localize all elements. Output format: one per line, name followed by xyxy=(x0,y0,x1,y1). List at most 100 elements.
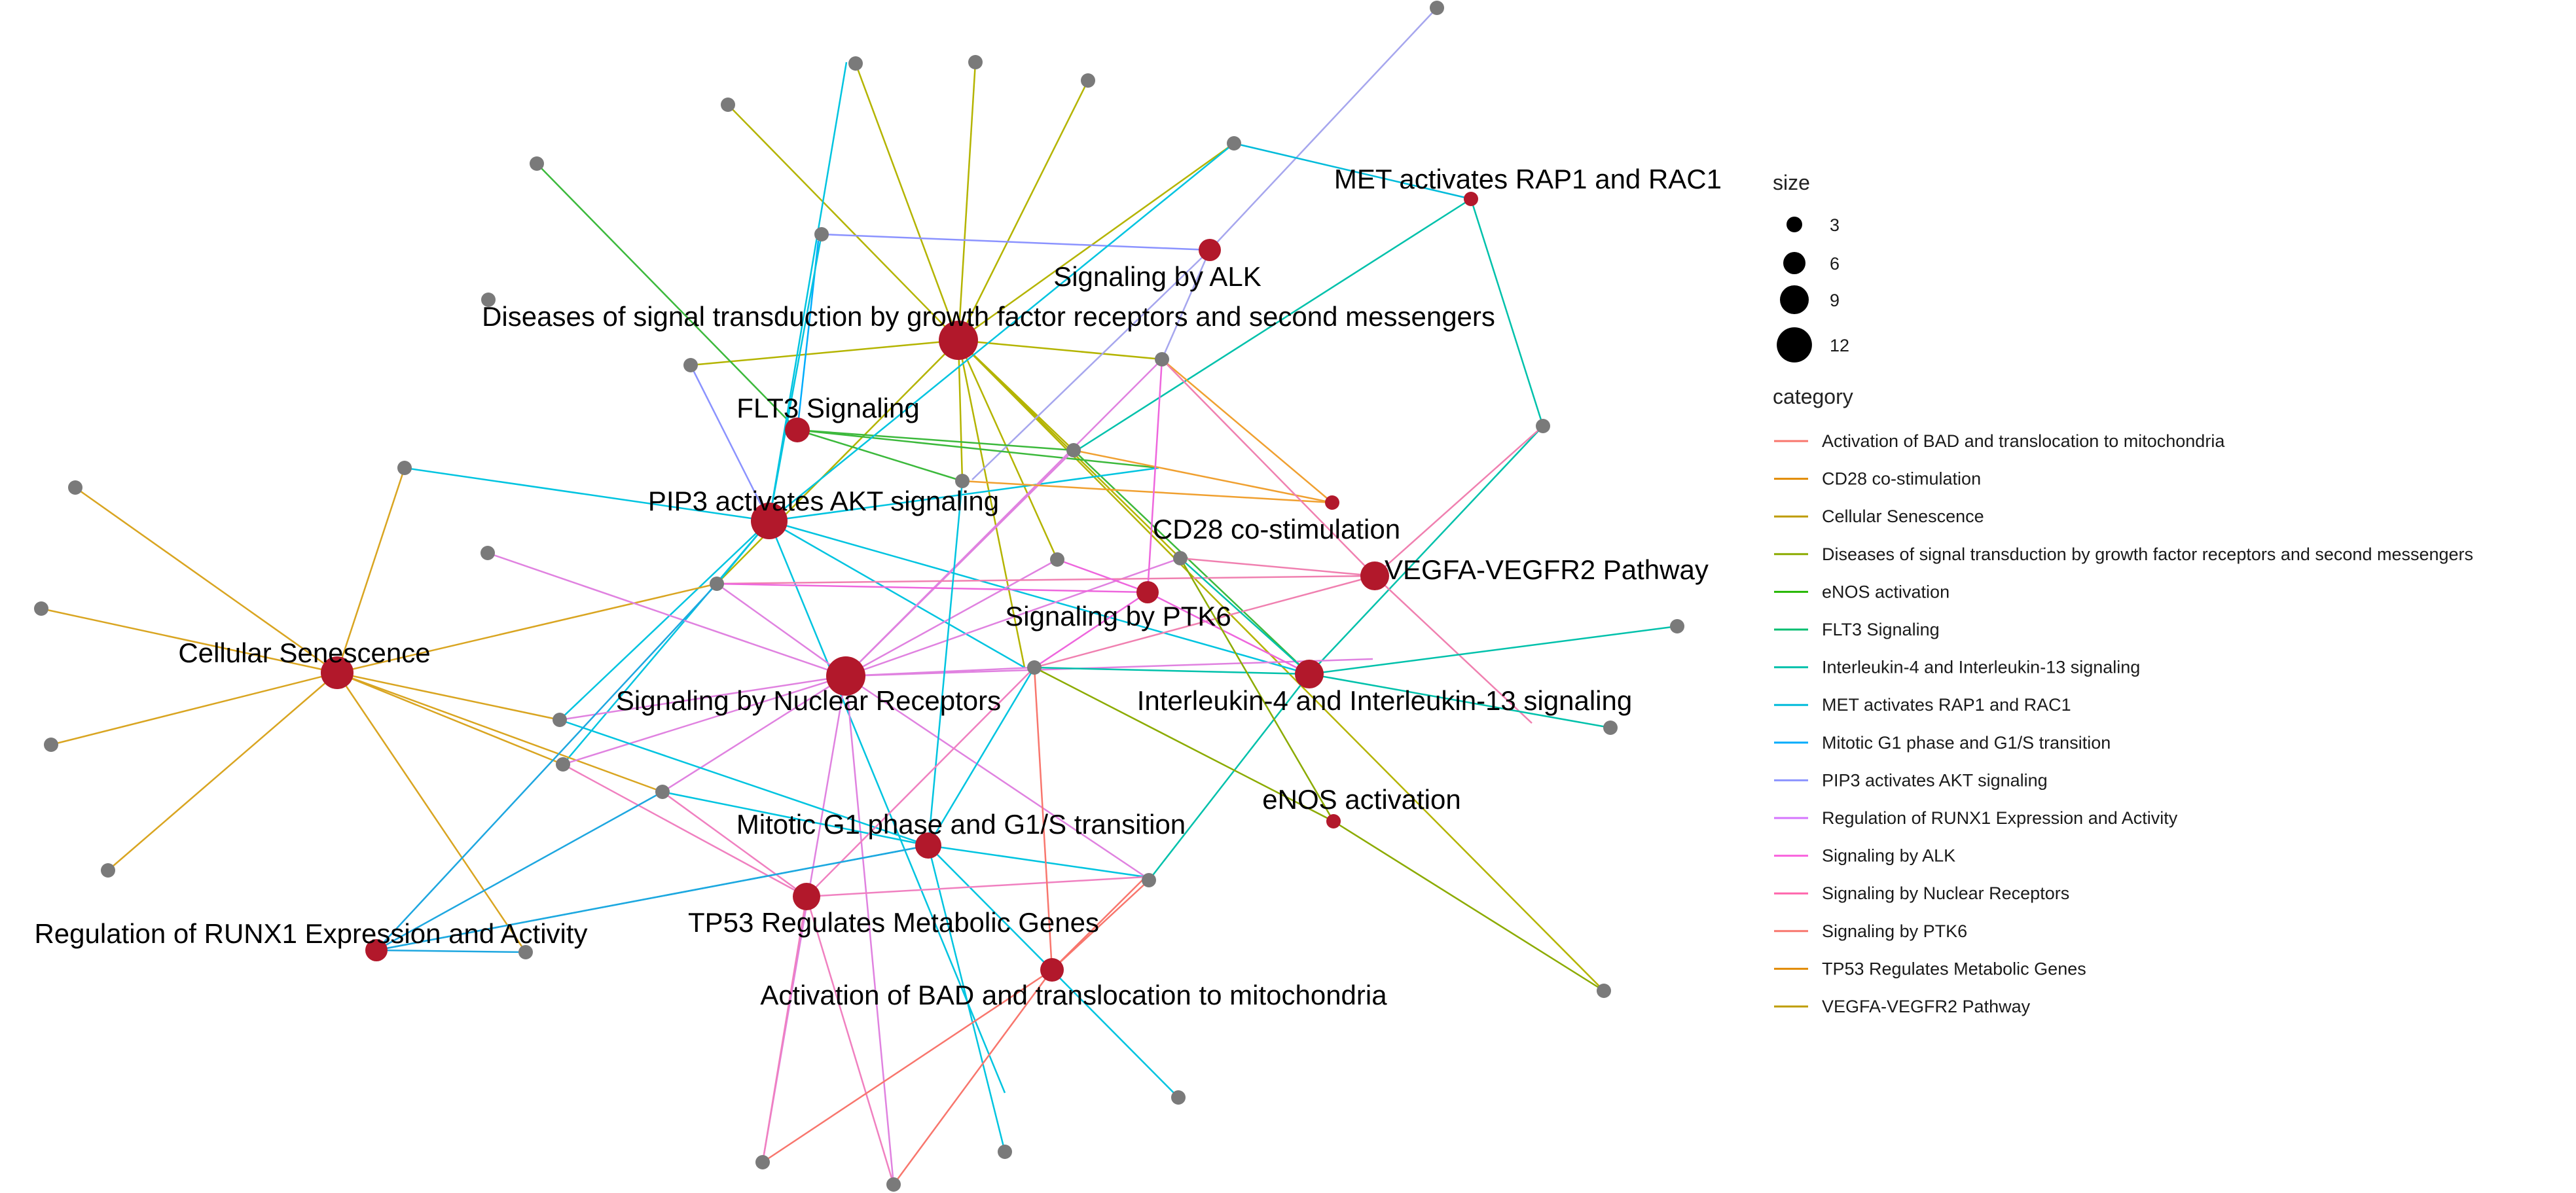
legend-size-dot xyxy=(1777,327,1812,363)
network-edge xyxy=(957,80,1089,341)
legend-category-label: Interleukin-4 and Interleukin-13 signali… xyxy=(1822,658,2140,677)
gene-node xyxy=(886,1177,901,1192)
network-edge xyxy=(50,671,338,746)
category-node-met-activates-rap1 xyxy=(1464,192,1478,206)
network-edge xyxy=(336,671,564,766)
network-edge xyxy=(41,607,338,674)
node-label: Signaling by ALK xyxy=(1053,261,1261,292)
network-edge xyxy=(928,844,1146,878)
legend-size-label: 9 xyxy=(1830,291,1840,310)
legend-category-items: Activation of BAD and translocation to m… xyxy=(1774,431,2473,1016)
node-label: MET activates RAP1 and RAC1 xyxy=(1334,164,1722,194)
gene-node xyxy=(1173,551,1188,565)
node-label: Mitotic G1 phase and G1/S transition xyxy=(736,809,1186,840)
network-edge xyxy=(1179,558,1335,822)
gene-node xyxy=(481,546,495,560)
legend-category-label: Diseases of signal transduction by growt… xyxy=(1822,544,2473,564)
network-edge xyxy=(562,763,807,898)
gene-node xyxy=(721,98,735,112)
gene-node xyxy=(1536,419,1550,433)
gene-node xyxy=(553,713,567,727)
node-label: TP53 Regulates Metabolic Genes xyxy=(688,907,1099,938)
node-label: VEGFA-VEGFR2 Pathway xyxy=(1385,554,1709,585)
category-node-vegfa-vegfr2 xyxy=(1360,561,1389,590)
category-node-activation-of-bad xyxy=(1040,958,1064,982)
network-edge xyxy=(404,467,770,522)
network-edge xyxy=(662,791,807,898)
gene-node xyxy=(34,601,48,616)
gene-node xyxy=(1066,443,1081,457)
gene-node xyxy=(1155,352,1169,366)
network-edge xyxy=(1470,198,1544,427)
legend-size-label: 12 xyxy=(1830,336,1849,355)
network-edge xyxy=(1073,450,1310,675)
network-edge xyxy=(845,675,1146,878)
network-edge xyxy=(1161,249,1211,360)
legend-category-label: PIP3 activates AKT signaling xyxy=(1822,770,2048,790)
gene-node xyxy=(955,474,970,488)
network-edge xyxy=(1148,673,1310,881)
category-node-diseases-signal-transduction xyxy=(939,321,978,360)
network-edges xyxy=(41,7,1678,1185)
network-edge xyxy=(806,667,1035,897)
network-edge xyxy=(1161,359,1333,503)
network-edge xyxy=(854,63,960,341)
legend-category-label: MET activates RAP1 and RAC1 xyxy=(1822,695,2071,715)
legend-size-label: 6 xyxy=(1830,254,1840,274)
gene-node xyxy=(1081,73,1095,88)
category-node-mitotic-g1 xyxy=(915,832,941,859)
gene-node xyxy=(1430,1,1444,15)
network-edge xyxy=(806,876,1146,898)
network-edge xyxy=(716,575,1375,585)
gene-node xyxy=(1050,552,1064,567)
legend-category-title: category xyxy=(1773,385,1853,408)
network-edge xyxy=(1209,7,1438,251)
gene-node xyxy=(683,358,698,372)
network-edge xyxy=(957,340,1026,668)
gene-node xyxy=(530,156,544,171)
network-edge xyxy=(336,671,663,793)
network-edge xyxy=(1309,625,1678,675)
gene-node xyxy=(518,945,533,959)
network-edge xyxy=(336,582,717,674)
network-edge xyxy=(1076,198,1472,452)
network-edge xyxy=(762,969,1053,1164)
category-node-interleukin-4-13 xyxy=(1295,660,1324,688)
network-edge xyxy=(927,845,1006,1152)
network-edge xyxy=(562,675,846,766)
network-edge xyxy=(1051,880,1150,970)
gene-node xyxy=(1597,984,1611,998)
gene-node xyxy=(481,293,496,307)
legend-category-label: Cellular Senescence xyxy=(1822,507,1984,526)
network-edge xyxy=(971,249,1210,480)
gene-nodes xyxy=(34,1,1684,1192)
network-edge xyxy=(1309,425,1544,675)
legend-category-label: FLT3 Signaling xyxy=(1822,620,1940,639)
gene-node xyxy=(814,227,829,241)
network-edge xyxy=(957,62,977,341)
network-edge xyxy=(927,667,1036,846)
network-edge xyxy=(797,429,1074,452)
gene-node xyxy=(655,785,670,799)
category-node-signaling-by-alk xyxy=(1199,239,1221,261)
network-edge xyxy=(562,520,770,765)
network-edge xyxy=(336,671,560,721)
network-edge xyxy=(107,672,338,871)
network-edge xyxy=(689,365,771,522)
gene-node xyxy=(1227,136,1241,151)
node-label: Cellular Senescence xyxy=(178,637,430,668)
gene-node xyxy=(1027,660,1042,675)
network-edge xyxy=(716,582,1148,594)
network-edge xyxy=(1034,591,1148,669)
network-edge xyxy=(845,557,1181,677)
network-edge xyxy=(487,552,846,677)
category-node-nuclear-receptors xyxy=(826,656,865,696)
network-edge xyxy=(716,340,959,584)
network-edge xyxy=(1147,591,1310,675)
network-edge xyxy=(1057,558,1148,594)
network-edge xyxy=(844,675,895,1185)
category-node-runx1 xyxy=(365,939,388,961)
network-edge xyxy=(769,467,1159,522)
network-edge xyxy=(957,340,964,482)
